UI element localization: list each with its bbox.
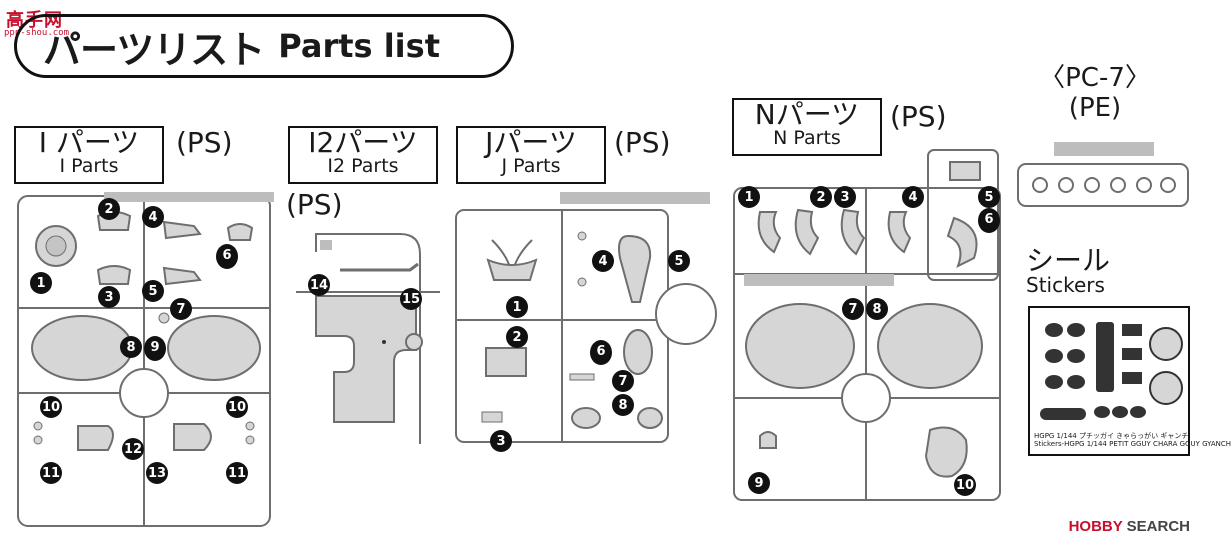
j-parts-jp: Jパーツ [485,126,577,159]
badge-i-3: 3 [98,286,120,308]
badge-n-6: 6 [978,208,1000,233]
i-parts-header: I パーツ I Parts [14,126,164,184]
badge-j-6: 6 [590,340,612,365]
hobbysearch-watermark: HOBBY SEARCH [1069,518,1190,535]
badge-n-7: 7 [842,298,864,320]
n-parts-header: Nパーツ N Parts [732,98,882,156]
sticker-caption: HGPG 1/144 プチッガイ きゃらっがい ギャンチ Stickers-HG… [1034,432,1231,449]
badge-i-13: 13 [146,462,168,484]
badge-n-9: 9 [748,472,770,494]
badge-i-4: 4 [142,206,164,228]
sticker-sheet-art [1040,322,1183,420]
title-english: Parts list [278,27,440,65]
pc7-material: (PE) [1068,92,1122,123]
pc7-header: 〈PC-7〉 (PE) [1030,63,1160,124]
badge-n-4: 4 [902,186,924,208]
hobby-text: HOBBY [1068,518,1123,535]
pc7-runner [1017,142,1189,207]
badge-i-11-left: 11 [40,462,62,484]
stickers-en: Stickers [1026,273,1105,298]
badge-i-9: 9 [144,336,166,361]
j-parts-header: Jパーツ J Parts [456,126,606,184]
badge-i-11-right: 11 [226,462,248,484]
sticker-caption-line1: HGPG 1/144 プチッガイ きゃらっがい ギャンチ [1034,432,1189,440]
badge-j-5: 5 [668,250,690,272]
i2-parts-en: I2 Parts [327,155,399,178]
i-parts-jp: I パーツ [38,126,140,159]
j-parts-en: J Parts [501,155,561,178]
j-parts-material: (PS) [614,126,671,159]
badge-i-1: 1 [30,272,52,294]
search-text: SEARCH [1126,518,1190,535]
badge-n-3: 3 [834,186,856,208]
i-parts-sprue [17,192,274,527]
badge-j-2: 2 [506,326,528,348]
n-parts-sprue [733,149,1001,501]
stickers-header: シール Stickers [1026,246,1110,296]
badge-j-8: 8 [612,394,634,416]
badge-i-7: 7 [170,298,192,320]
badge-i-8: 8 [120,336,142,358]
badge-n-1: 1 [738,186,760,208]
n-parts-jp: Nパーツ [754,98,860,131]
i2-parts-material: (PS) [286,188,343,221]
badge-n-2: 2 [810,186,832,208]
badge-j-1: 1 [506,296,528,318]
badge-i-2: 2 [98,198,120,220]
n-parts-en: N Parts [773,127,841,150]
j-parts-sprue [455,192,717,443]
i-parts-material: (PS) [176,126,233,159]
badge-n-10: 10 [954,474,976,496]
n-parts-material: (PS) [890,100,947,133]
badge-j-3: 3 [490,430,512,452]
pc7-name: 〈PC-7〉 [1039,63,1151,93]
title-japanese: パーツリスト [43,27,265,72]
badge-n-8: 8 [866,298,888,320]
title-banner: パーツリスト Parts list [14,14,514,78]
badge-i-6: 6 [216,244,238,269]
badge-i2-14: 14 [308,274,330,296]
i2-parts-header: I2パーツ I2 Parts [288,126,438,184]
badge-i-10-right: 10 [226,396,248,418]
stickers-jp: シール [1026,244,1111,277]
i2-parts-sprue [296,233,440,444]
badge-i2-15: 15 [400,288,422,310]
sticker-caption-line2: Stickers-HGPG 1/144 PETIT GGUY CHARA GGU… [1034,440,1231,449]
badge-j-4: 4 [592,250,614,272]
sticker-sheet: HGPG 1/144 プチッガイ きゃらっがい ギャンチ Stickers-HG… [1028,306,1231,456]
i-parts-en: I Parts [59,155,119,178]
i2-parts-jp: I2パーツ [308,126,418,159]
badge-i-5: 5 [142,280,164,302]
badge-i-12: 12 [122,438,144,460]
badge-i-10-left: 10 [40,396,62,418]
badge-n-5: 5 [978,186,1000,208]
badge-j-7: 7 [612,370,634,392]
